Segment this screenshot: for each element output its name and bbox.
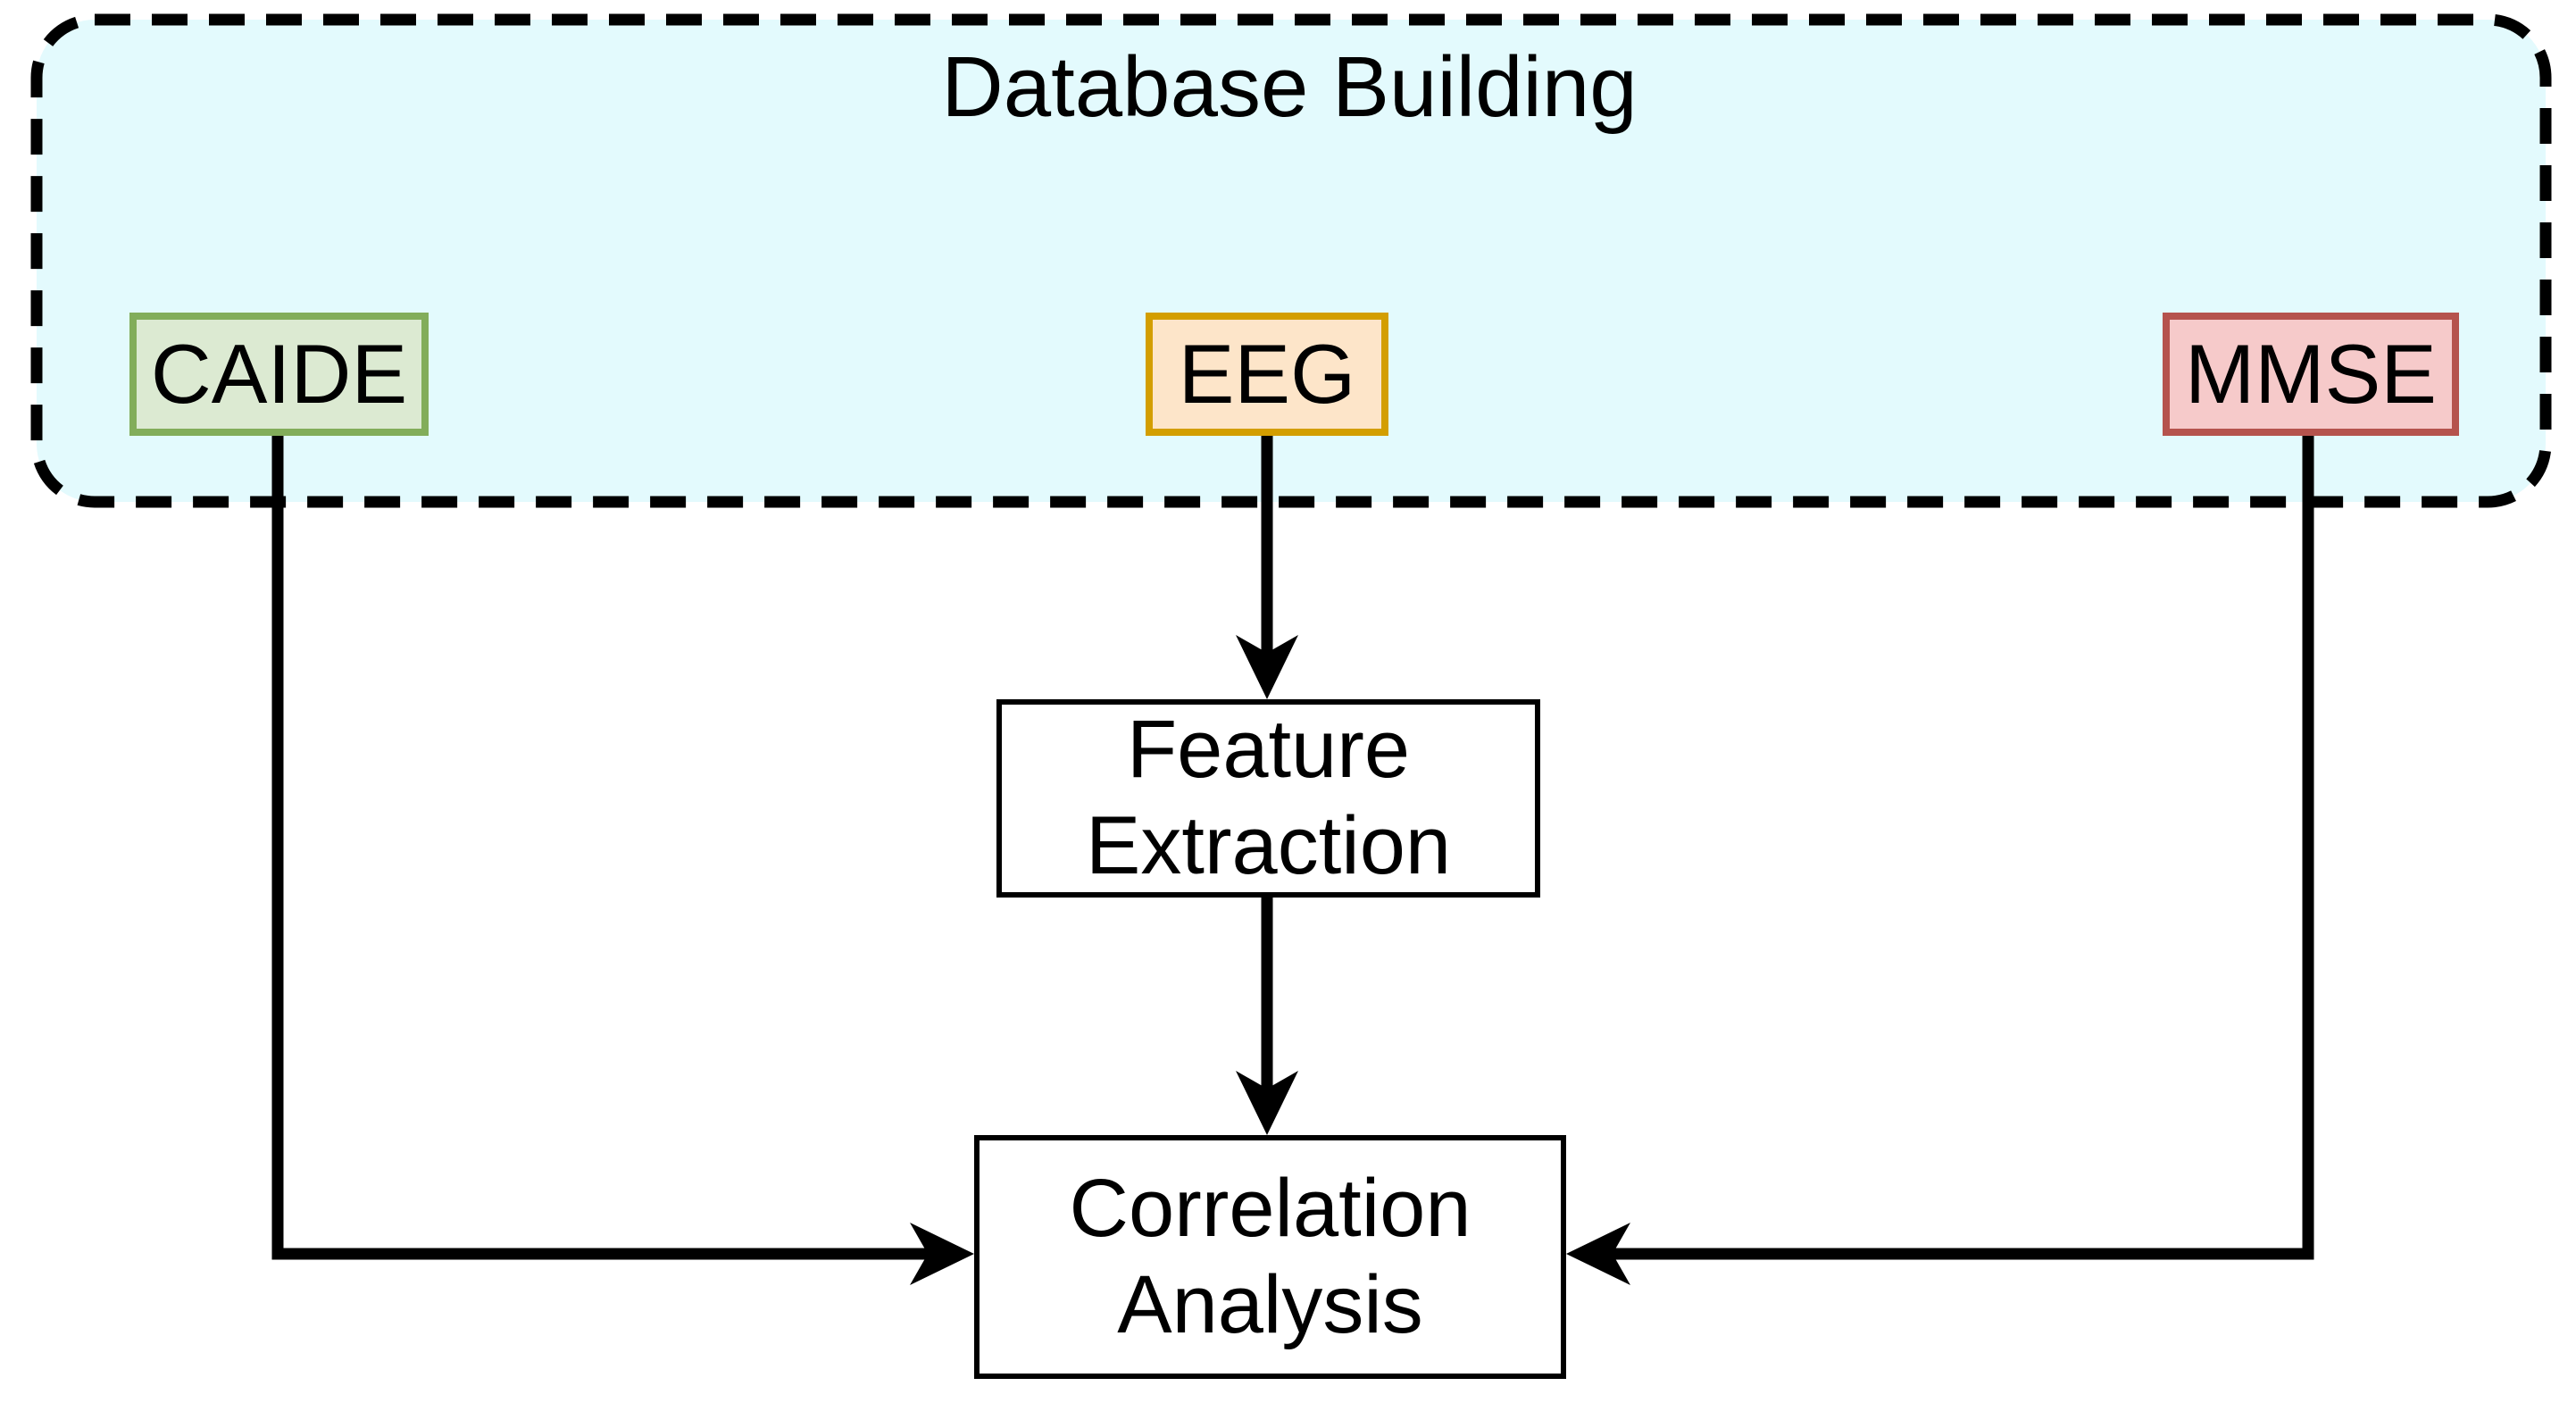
caide-to-correlation-arrow (271, 436, 974, 1285)
caide-node: CAIDE (129, 313, 429, 436)
eeg-node: EEG (1146, 313, 1388, 436)
arrowhead-down-icon (1236, 1071, 1298, 1135)
correlation-analysis-node: Correlation Analysis (974, 1135, 1566, 1379)
mmse-node: MMSE (2163, 313, 2459, 436)
mmse-to-correlation-arrow (1566, 436, 2314, 1285)
arrowhead-right-icon (910, 1223, 974, 1285)
feature-extraction-node: Feature Extraction (996, 699, 1540, 898)
database-building-title: Database Building (941, 39, 1638, 135)
eeg-to-feature-arrow (1236, 436, 1298, 699)
feature-to-correlation-arrow (1236, 898, 1298, 1135)
arrowhead-down-icon (1236, 635, 1298, 699)
arrowhead-left-icon (1566, 1223, 1630, 1285)
